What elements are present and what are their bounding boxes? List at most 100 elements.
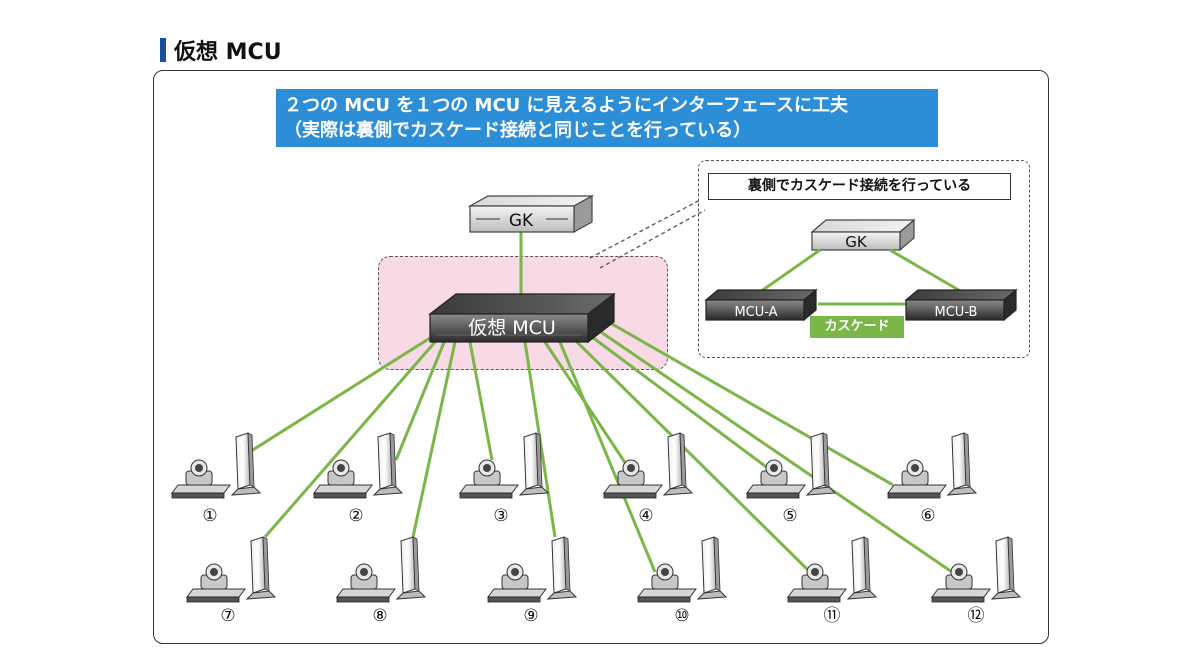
link-10 xyxy=(558,341,657,573)
monitor-icon xyxy=(551,536,567,594)
terminal-base-front xyxy=(313,492,367,499)
terminal-base-front xyxy=(746,492,800,499)
monitor-icon xyxy=(995,536,1011,594)
terminal-number: ④ xyxy=(638,506,653,526)
terminal-base-front xyxy=(171,492,225,499)
link-6 xyxy=(604,318,894,487)
terminal: ⑫ xyxy=(931,536,1022,626)
monitor-stand xyxy=(946,486,978,496)
terminal-base xyxy=(313,484,373,494)
monitor-icon xyxy=(523,432,539,490)
terminal-base xyxy=(171,484,231,494)
terminal: ⑦ xyxy=(186,536,277,626)
monitor-stand xyxy=(372,486,404,496)
terminal: ④ xyxy=(603,432,694,526)
terminal: ⑥ xyxy=(887,432,978,526)
virtual-mcu: 仮想 MCU xyxy=(428,292,616,344)
monitor-icon xyxy=(667,432,683,490)
terminal-base-front xyxy=(787,596,841,603)
link-8 xyxy=(411,341,457,538)
mcu-a: MCU-A xyxy=(704,288,818,322)
explanation-banner: ２つの MCU を１つの MCU に見えるようにインターフェースに工夫 （実際は… xyxy=(276,89,938,147)
terminal-number: ⑫ xyxy=(968,606,985,626)
terminal-base-front xyxy=(603,492,657,499)
terminal-base xyxy=(459,484,519,494)
terminal-number: ① xyxy=(202,506,217,526)
terminal-number: ⑨ xyxy=(523,606,538,626)
camera-lens xyxy=(210,568,218,576)
terminal: ⑩ xyxy=(637,536,728,626)
terminal: ⑪ xyxy=(787,536,878,626)
terminal-number: ② xyxy=(348,506,363,526)
terminal: ⑨ xyxy=(487,536,578,626)
link-5 xyxy=(587,332,774,474)
monitor-stand xyxy=(846,590,878,600)
monitor-icon xyxy=(701,536,717,594)
camera-lens xyxy=(483,464,491,472)
terminal-base xyxy=(336,588,396,598)
terminal-number: ⑤ xyxy=(782,506,797,526)
mcu-a-label: MCU-A xyxy=(734,305,777,320)
link-11 xyxy=(573,338,812,574)
diagram-frame xyxy=(153,70,1049,644)
monitor-icon xyxy=(235,432,251,490)
mcu-b: MCU-B xyxy=(904,288,1018,322)
link-12 xyxy=(597,328,953,574)
monitor-icon xyxy=(810,432,826,490)
link-3 xyxy=(468,341,494,461)
terminal-base xyxy=(637,588,697,598)
banner-line-2: （実際は裏側でカスケード接続と同じことを行っている） xyxy=(284,120,752,141)
monitor-icon xyxy=(250,536,266,594)
link-2 xyxy=(394,339,447,461)
terminal-number: ⑩ xyxy=(674,606,689,626)
camera-lens xyxy=(911,464,919,472)
camera-lens xyxy=(627,464,635,472)
monitor-stand xyxy=(395,590,427,600)
cascade-detail-box xyxy=(698,160,1030,358)
monitor-stand xyxy=(805,486,837,496)
monitor-stand xyxy=(518,486,550,496)
link-1 xyxy=(247,336,431,455)
camera-lens xyxy=(661,568,669,576)
terminal-base xyxy=(186,588,246,598)
monitor-stand xyxy=(230,486,262,496)
monitor-stand xyxy=(696,590,728,600)
terminal-number: ⑦ xyxy=(220,606,235,626)
cascade-label: カスケード xyxy=(810,316,904,338)
terminal-base xyxy=(887,484,947,494)
terminal-base-front xyxy=(637,596,691,603)
terminal-number: ⑧ xyxy=(372,606,387,626)
link-7 xyxy=(263,341,437,538)
terminal: ③ xyxy=(459,432,550,526)
camera-lens xyxy=(360,568,368,576)
terminal-number: ⑥ xyxy=(920,506,935,526)
camera-lens xyxy=(955,568,963,576)
camera-lens xyxy=(337,464,345,472)
mcu-b-label: MCU-B xyxy=(935,305,978,320)
gk-server: GK xyxy=(467,194,595,234)
banner-line-1: ２つの MCU を１つの MCU に見えるようにインターフェースに工夫 xyxy=(284,95,849,116)
monitor-stand xyxy=(662,486,694,496)
terminal-links xyxy=(247,318,953,574)
camera-lens xyxy=(811,568,819,576)
cascade-gk-label: GK xyxy=(845,233,868,251)
cascade-gk: GK xyxy=(810,218,916,252)
terminal: ⑧ xyxy=(336,536,427,626)
camera-lens xyxy=(770,464,778,472)
camera-lens xyxy=(195,464,203,472)
terminals-group: ① ② ③ ④ ⑤ ⑥ ⑦ ⑧ ⑨ ⑩ ⑪ ⑫ xyxy=(171,432,1022,626)
terminal-base xyxy=(746,484,806,494)
page-title: 仮想 MCU xyxy=(160,36,282,65)
terminal-base-front xyxy=(186,596,240,603)
terminal-number: ③ xyxy=(493,506,508,526)
terminal-number: ⑪ xyxy=(824,606,841,626)
terminal: ② xyxy=(313,432,404,526)
cascade-links xyxy=(759,248,963,306)
monitor-icon xyxy=(400,536,416,594)
monitor-icon xyxy=(951,432,967,490)
terminal-base xyxy=(931,588,991,598)
terminal-base-front xyxy=(887,492,941,499)
gk-label: GK xyxy=(509,211,534,231)
terminal-base xyxy=(603,484,663,494)
